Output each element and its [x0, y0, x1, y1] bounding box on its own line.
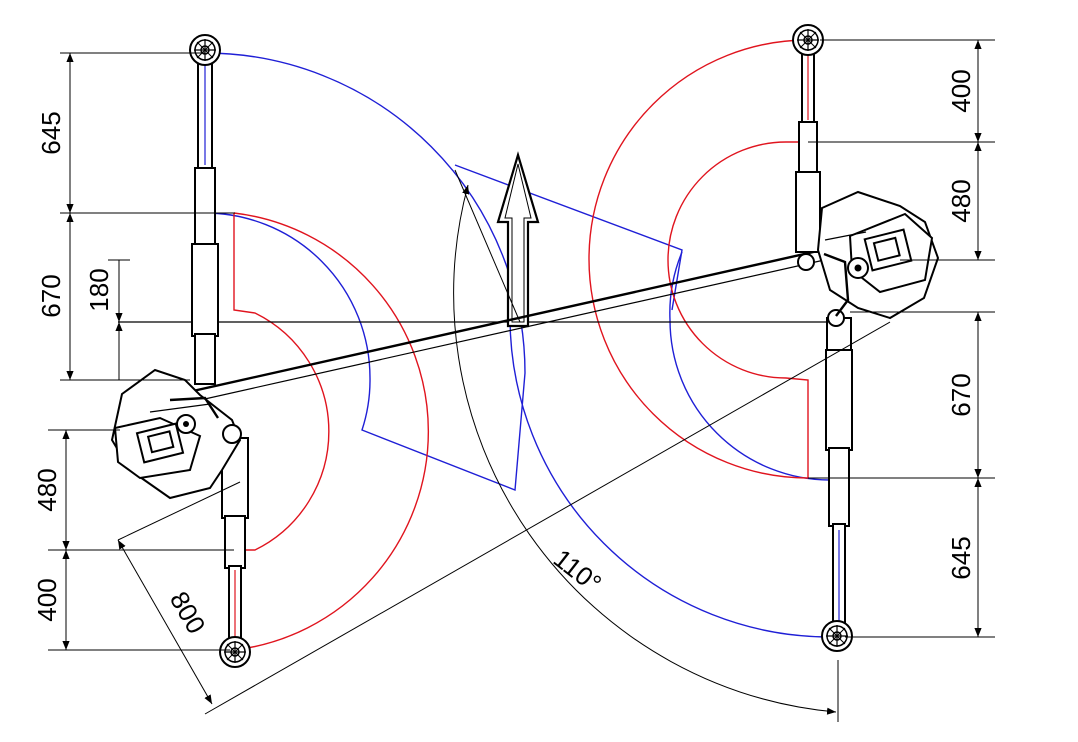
- left-arm-assembly: [110, 34, 251, 668]
- red-reach-envelope-left: [233, 212, 430, 651]
- direction-arrow-icon: [496, 151, 540, 328]
- dim-right-670: 670: [946, 373, 976, 416]
- dim-right-480: 480: [946, 179, 976, 222]
- dim-right-400: 400: [946, 69, 976, 112]
- right-arm-assembly: [792, 24, 940, 652]
- dim-left-400: 400: [32, 578, 62, 621]
- dim-angle-110: 110°: [548, 543, 607, 599]
- dim-left-645: 645: [36, 111, 66, 154]
- dim-left-480: 480: [32, 468, 62, 511]
- dim-right-645: 645: [946, 536, 976, 579]
- angle-dimension: [453, 169, 839, 722]
- blue-reach-envelope-left: [204, 52, 683, 491]
- dim-left-670: 670: [36, 274, 66, 317]
- dim-left-180: 180: [84, 268, 114, 311]
- dim-span-800: 800: [164, 586, 212, 639]
- right-dimension-chain: [808, 39, 995, 638]
